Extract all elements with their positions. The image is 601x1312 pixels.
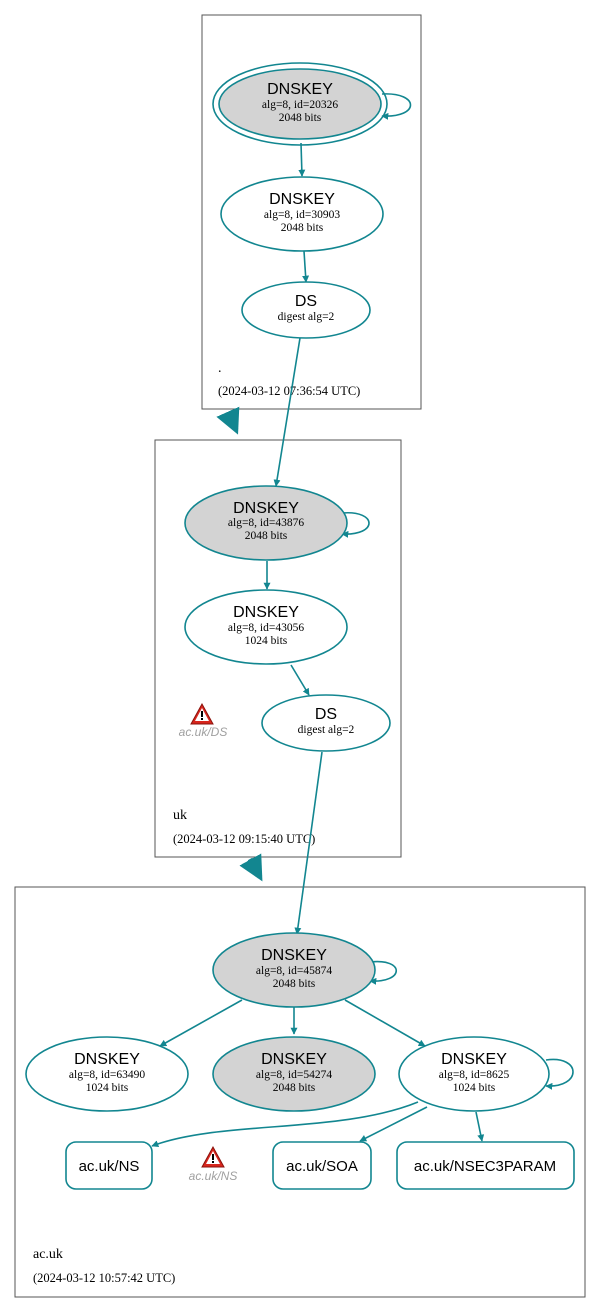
- dnskey-title: DNSKEY: [267, 81, 333, 98]
- dnskey-node-acuk-8625[interactable]: DNSKEY alg=8, id=8625 1024 bits: [398, 1036, 550, 1112]
- rrset-nsec3param[interactable]: ac.uk/NSEC3PARAM: [396, 1141, 575, 1190]
- dnskey-bits: 2048 bits: [273, 1082, 316, 1094]
- dnskey-title: DNSKEY: [269, 191, 335, 208]
- zone-timestamp-acuk: (2024-03-12 10:57:42 UTC): [33, 1271, 175, 1285]
- delegation-arrow-uk-acuk: [239, 853, 263, 882]
- dnskey-bits: 2048 bits: [245, 530, 288, 542]
- ds-node-uk[interactable]: DS digest alg=2: [261, 694, 391, 752]
- self-sign-edge-root-ksk: [381, 93, 412, 120]
- self-sign-edge-acuk-k3: [545, 1058, 574, 1090]
- edge-acuk-ksk-to-k3: [344, 999, 426, 1047]
- dnskey-alg-id: alg=8, id=43056: [228, 622, 304, 634]
- dnskey-alg-id: alg=8, id=30903: [264, 209, 340, 221]
- rrset-soa[interactable]: ac.uk/SOA: [272, 1141, 372, 1190]
- dnskey-alg-id: alg=8, id=54274: [256, 1069, 332, 1081]
- zone-timestamp-uk: (2024-03-12 09:15:40 UTC): [173, 832, 315, 846]
- edge-acuk-k3-to-soa: [359, 1106, 428, 1142]
- dnskey-title: DNSKEY: [441, 1051, 507, 1068]
- dnskey-alg-id: alg=8, id=63490: [69, 1069, 145, 1081]
- self-sign-edge-acuk-ksk: [369, 960, 398, 985]
- warning-icon: [201, 1145, 225, 1168]
- ds-title: DS: [295, 293, 317, 310]
- dnskey-bits: 1024 bits: [245, 635, 288, 647]
- dnskey-title: DNSKEY: [74, 1051, 140, 1068]
- dnskey-node-uk-ksk[interactable]: DNSKEY alg=8, id=43876 2048 bits: [184, 485, 348, 561]
- ds-node-root[interactable]: DS digest alg=2: [241, 281, 371, 339]
- warning-icon: [190, 702, 214, 725]
- warning-label: ac.uk/DS: [179, 725, 228, 739]
- self-sign-edge-uk-ksk: [341, 512, 370, 538]
- dnskey-bits: 1024 bits: [453, 1082, 496, 1094]
- edge-uk-ds-to-acuk-ksk: [294, 751, 323, 935]
- dnskey-node-acuk-54274[interactable]: DNSKEY alg=8, id=54274 2048 bits: [212, 1036, 376, 1112]
- dnskey-node-uk-zsk[interactable]: DNSKEY alg=8, id=43056 1024 bits: [184, 589, 348, 665]
- dnskey-title: DNSKEY: [261, 1051, 327, 1068]
- dnskey-bits: 1024 bits: [86, 1082, 129, 1094]
- dnskey-bits: 2048 bits: [279, 112, 322, 124]
- edge-root-zsk-to-ds: [302, 250, 310, 283]
- dnskey-node-acuk-ksk[interactable]: DNSKEY alg=8, id=45874 2048 bits: [212, 932, 376, 1008]
- dnskey-title: DNSKEY: [261, 947, 327, 964]
- zone-box-uk: [154, 439, 402, 858]
- zone-name-acuk: ac.uk: [33, 1247, 63, 1262]
- ds-digest: digest alg=2: [298, 724, 355, 736]
- rrset-ns[interactable]: ac.uk/NS: [65, 1141, 153, 1190]
- edge-root-ds-to-uk-ksk: [273, 337, 301, 487]
- ds-digest: digest alg=2: [278, 311, 335, 323]
- rrset-label: ac.uk/NSEC3PARAM: [414, 1158, 556, 1175]
- dnskey-alg-id: alg=8, id=8625: [439, 1069, 510, 1081]
- edge-acuk-k3-to-nsec3param: [475, 1111, 485, 1142]
- edge-acuk-ksk-to-k1: [159, 999, 243, 1047]
- zone-timestamp-root: (2024-03-12 07:36:54 UTC): [218, 384, 360, 398]
- zone-box-acuk: [14, 886, 586, 1298]
- edge-root-ksk-to-zsk: [298, 142, 306, 177]
- dnskey-alg-id: alg=8, id=43876: [228, 517, 304, 529]
- dnskey-alg-id: alg=8, id=45874: [256, 965, 332, 977]
- zone-name-uk: uk: [173, 808, 187, 823]
- edge-uk-zsk-to-ds: [290, 664, 310, 696]
- dnskey-node-root-ksk[interactable]: DNSKEY alg=8, id=20326 2048 bits: [212, 62, 388, 146]
- zone-box-root: [201, 14, 422, 410]
- rrset-label: ac.uk/NS: [79, 1158, 140, 1175]
- warning-label: ac.uk/NS: [189, 1169, 238, 1183]
- dnskey-title: DNSKEY: [233, 500, 299, 517]
- warning-uk-ds[interactable]: ac.uk/DS: [179, 702, 228, 739]
- delegation-arrow-root-uk: [216, 406, 240, 435]
- rrset-label: ac.uk/SOA: [286, 1158, 358, 1175]
- dnskey-node-root-zsk[interactable]: DNSKEY alg=8, id=30903 2048 bits: [220, 176, 384, 252]
- warning-acuk-ns[interactable]: ac.uk/NS: [189, 1145, 238, 1183]
- edge-acuk-k3-to-ns: [151, 1101, 419, 1148]
- dnskey-alg-id: alg=8, id=20326: [262, 99, 338, 111]
- dnskey-bits: 2048 bits: [281, 222, 324, 234]
- zone-name-root: .: [218, 361, 222, 376]
- ds-title: DS: [315, 706, 337, 723]
- dnskey-node-acuk-63490[interactable]: DNSKEY alg=8, id=63490 1024 bits: [25, 1036, 189, 1112]
- dnskey-bits: 2048 bits: [273, 978, 316, 990]
- dnskey-title: DNSKEY: [233, 604, 299, 621]
